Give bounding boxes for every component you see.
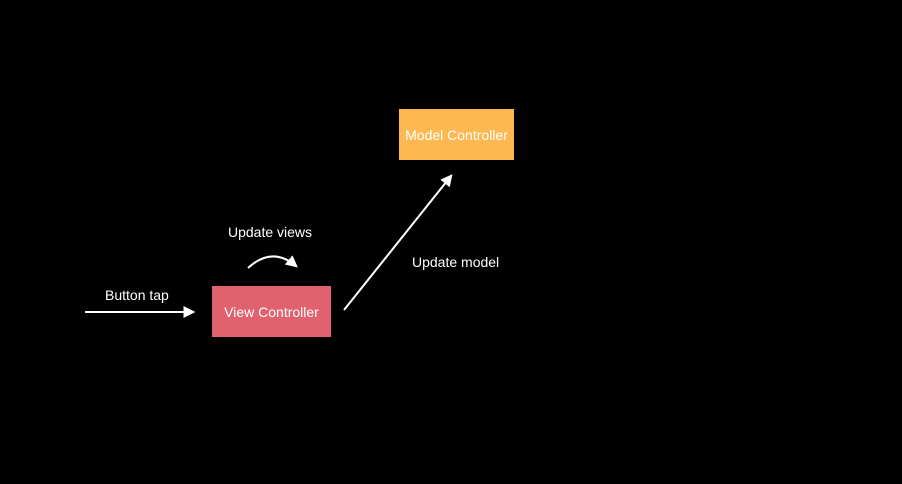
model-controller-label: Model Controller	[405, 126, 508, 143]
button-tap-label: Button tap	[105, 287, 169, 303]
view-controller-node: View Controller	[212, 286, 331, 337]
update-model-label: Update model	[412, 254, 500, 270]
model-controller-node: Model Controller	[399, 109, 514, 160]
update-views-arrow	[247, 255, 298, 269]
view-controller-label: View Controller	[224, 303, 319, 320]
update-model-arrow	[343, 174, 453, 311]
update-views-label: Update views	[228, 224, 313, 240]
